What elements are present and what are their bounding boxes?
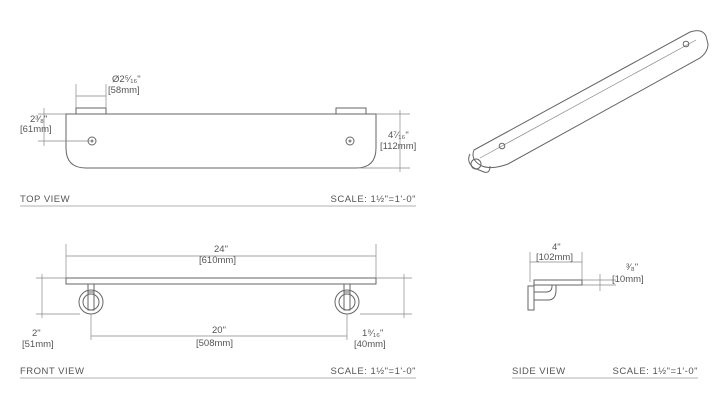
side-view-wall-plate	[527, 285, 535, 311]
top-view-scale: SCALE: 1½"=1'-0"	[331, 194, 416, 205]
side-view-arm-lower	[534, 285, 557, 301]
perspective-mount-disc	[470, 158, 482, 170]
side-view: 4" [102mm] ³⁄₈" [10mm] SIDE VIEW SCALE: …	[512, 242, 698, 379]
top-view-right-hole	[345, 136, 355, 146]
front-view-length-dim: 24"	[214, 244, 228, 255]
front-view-spacing-dim-mm: [508mm]	[196, 338, 233, 349]
perspective-left-hole	[498, 142, 506, 150]
front-view-scale: SCALE: 1½"=1'-0"	[331, 366, 416, 377]
top-view: Ø2⁵⁄₁₆" [58mm] 2³⁄₈" [61mm] 4⁷⁄₁₆" [112m…	[20, 74, 416, 207]
perspective-view	[468, 30, 709, 173]
front-view-left-bracket	[78, 283, 104, 315]
perspective-right-hole	[682, 40, 690, 48]
front-view-drop-dim: 2"	[32, 328, 41, 339]
top-view-label: TOP VIEW	[20, 194, 70, 205]
perspective-shelf-outline	[472, 30, 709, 169]
top-view-diameter-dim-mm: [58mm]	[108, 85, 140, 96]
side-view-shelf	[533, 279, 583, 286]
side-view-scale: SCALE: 1½"=1'-0"	[613, 366, 698, 377]
front-view-spacing-dim: 20"	[212, 325, 226, 336]
top-view-right-dim: 4⁷⁄₁₆"	[388, 130, 409, 141]
top-view-left-dim-mm: [61mm]	[20, 124, 52, 135]
front-view-shelf	[65, 277, 377, 285]
top-view-left-dim: 2³⁄₈"	[30, 114, 47, 125]
top-view-right-mount	[335, 107, 367, 115]
front-view-drop-dim-mm: [51mm]	[22, 339, 54, 350]
front-view: 24" [610mm] 2" [51mm] 20" [508mm]	[20, 244, 416, 379]
side-view-thickness-dim-mm: [10mm]	[612, 274, 644, 285]
side-view-thickness-dim: ³⁄₈"	[626, 262, 638, 273]
top-view-shelf-outline	[65, 113, 377, 169]
side-view-arm	[534, 285, 553, 293]
top-view-left-mount	[75, 107, 107, 115]
front-view-length-dim-mm: [610mm]	[199, 255, 236, 266]
front-view-label: FRONT VIEW	[20, 366, 84, 377]
front-view-bracket-dim: 1⁹⁄₁₆"	[362, 328, 383, 339]
front-view-right-bracket	[334, 283, 360, 315]
top-view-right-dim-mm: [112mm]	[380, 141, 416, 152]
top-view-right-hole-center	[348, 139, 352, 143]
front-view-bracket-dim-mm: [40mm]	[354, 339, 386, 350]
perspective-mount	[468, 153, 491, 173]
top-view-diameter-dim: Ø2⁵⁄₁₆"	[112, 74, 141, 85]
side-view-depth-dim: 4"	[552, 242, 561, 253]
side-view-label: SIDE VIEW	[512, 366, 566, 377]
side-view-depth-dim-mm: [102mm]	[536, 252, 573, 263]
top-view-left-hole-center	[90, 139, 94, 143]
